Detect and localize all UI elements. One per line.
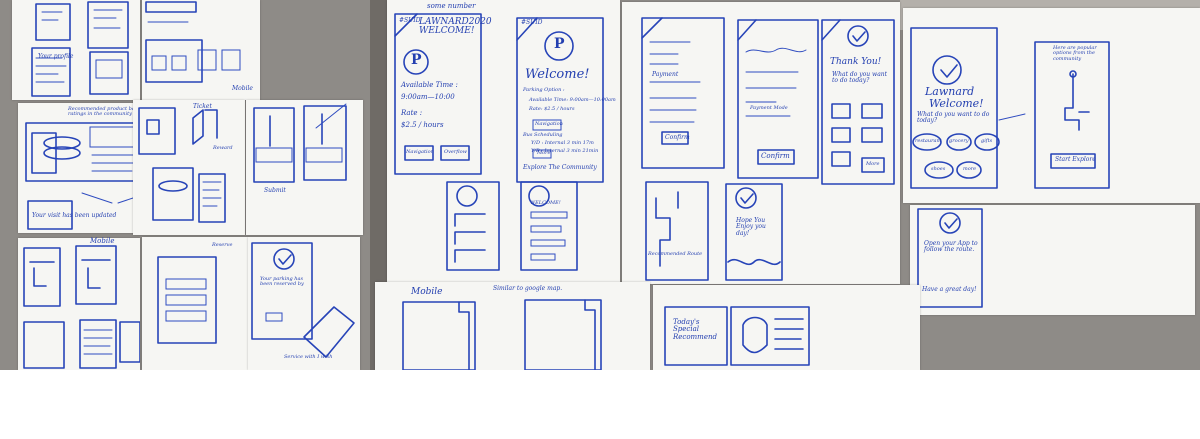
middle-confirm-2: Confirm bbox=[761, 152, 790, 160]
note-your-profile: Your profile bbox=[38, 53, 74, 60]
note-mobile-label: Mobile bbox=[90, 237, 115, 245]
right-choice-1: restaurant bbox=[915, 138, 942, 144]
sketch-sheet-mobile-bottom: Mobile Similar to google map. bbox=[375, 282, 650, 370]
note-ticket: Ticket bbox=[193, 103, 212, 110]
right-welcome-name: Lawnard bbox=[925, 85, 975, 98]
sketch-sheet-parking: some number #SUID LAWNARD2020 WELCOME! P… bbox=[387, 0, 620, 282]
annotation-some-number: some number bbox=[427, 2, 476, 10]
middle-more: More bbox=[866, 161, 880, 167]
sketch-sheet-special: Today's Special Recommend bbox=[653, 285, 920, 370]
phone2-logo: P bbox=[554, 36, 565, 52]
phone2-line1: Y/D : Internal 3 min 17m bbox=[531, 140, 594, 146]
phone2-available: Available Time: 9:00am—10:00am bbox=[529, 97, 616, 103]
phone2-navigation: Navigation bbox=[535, 121, 563, 127]
note-service-wish: Service with I wish bbox=[284, 354, 333, 360]
middle-recommended: Recommended Route bbox=[648, 251, 703, 257]
middle-thank-title: Thank You! bbox=[830, 57, 882, 67]
middle-hope: Hope You Enjoy you day! bbox=[736, 217, 766, 237]
sketch-sheet-top-left-a: Your profile bbox=[12, 0, 140, 100]
phone2-rate: Rate: $2.5 / hours bbox=[529, 106, 575, 112]
phone1-logo: P bbox=[411, 52, 422, 68]
sketch-sheet-mid-left-c: Submit bbox=[246, 100, 363, 235]
phone2-explore: Explore The Community bbox=[523, 164, 597, 171]
sketch-sheet-bottom-left-b: Reserve bbox=[142, 237, 248, 370]
middle-payment-1: Payment bbox=[652, 71, 679, 78]
right-choice-5: more bbox=[963, 166, 977, 172]
phone1-header: LAWNARD2020 WELCOME! bbox=[419, 17, 492, 37]
sketch-sheet-right: Lawnard Welcome! What do you want to do … bbox=[903, 8, 1200, 203]
phone2-tag: #SUID bbox=[521, 19, 543, 26]
right-choice-4: shoes bbox=[931, 166, 946, 172]
special-recommend: Today's Special Recommend bbox=[673, 318, 717, 341]
right-have-day: Have a great day! bbox=[922, 286, 977, 293]
phone1-rate-value: $2.5 / hours bbox=[401, 121, 444, 129]
phone2-line2: Y/B : Internal 3 min 21min bbox=[531, 148, 599, 154]
bottom-mobile-label: Mobile bbox=[411, 287, 443, 297]
phone1-available-label: Available Time : bbox=[401, 81, 458, 89]
right-welcome: Welcome! bbox=[929, 97, 984, 110]
note-submit: Submit bbox=[264, 187, 286, 194]
note-parking-reserved: Your parking has been reserved by bbox=[260, 276, 304, 288]
right-start-explore: Start Explore bbox=[1055, 156, 1096, 163]
note-visit-updated: Your visit has been updated bbox=[32, 212, 117, 219]
phone1-rate-label: Rate : bbox=[401, 109, 423, 117]
phone2-option: Parking Option : bbox=[523, 87, 565, 93]
right-choice-2: grocery bbox=[949, 138, 969, 144]
middle-thank-question: What do you want to do today? bbox=[832, 71, 888, 85]
note-reward: Reward bbox=[213, 145, 233, 151]
phone1-tag: #SUID bbox=[399, 17, 421, 24]
middle-confirm-1: Confirm bbox=[665, 134, 690, 141]
note-mobile-top: Mobile bbox=[232, 85, 253, 92]
sketch-sheet-bottom-left-a: Mobile bbox=[18, 237, 140, 370]
phone2-welcome: Welcome! bbox=[525, 67, 590, 82]
note-recommended-product: Recommended product based on ratings in … bbox=[68, 106, 152, 118]
bottom-similar-note: Similar to google map. bbox=[493, 285, 563, 292]
sketch-sheet-top-left-b: Mobile bbox=[142, 0, 260, 100]
phone2-shuttle: Bus Scheduling bbox=[523, 132, 563, 138]
phone1-overflow-button: Overflow bbox=[444, 149, 467, 155]
sketch-sheet-middle: Confirm Payment Payment Mode Confirm Tha… bbox=[622, 2, 900, 284]
photo-background: Your profile Mobile Recommended product … bbox=[0, 0, 1200, 370]
phone2-more: More bbox=[537, 150, 551, 156]
note-reserve: Reserve bbox=[212, 242, 233, 248]
right-question: What do you want to do today? bbox=[917, 111, 990, 125]
sketch-sheet-mid-left-b: Ticket Reward bbox=[133, 100, 245, 235]
sketch-sheet-right-bottom: Open your App to follow the route. Have … bbox=[910, 205, 1195, 315]
phone4-welcome: WELCOME! bbox=[530, 200, 561, 206]
phone1-available-value: 9:00am—10:00 bbox=[401, 93, 455, 101]
right-open-app: Open your App to follow the route. bbox=[924, 240, 978, 254]
phone1-navigation-button: Navigation bbox=[406, 149, 434, 155]
middle-payment-2: Payment Mode bbox=[750, 105, 788, 111]
sketch-sheet-bottom-left-c: Your parking has been reserved by Servic… bbox=[248, 237, 360, 370]
right-route-note: Here are popular options from the commun… bbox=[1053, 45, 1097, 62]
right-choice-3: gifts bbox=[981, 138, 993, 144]
